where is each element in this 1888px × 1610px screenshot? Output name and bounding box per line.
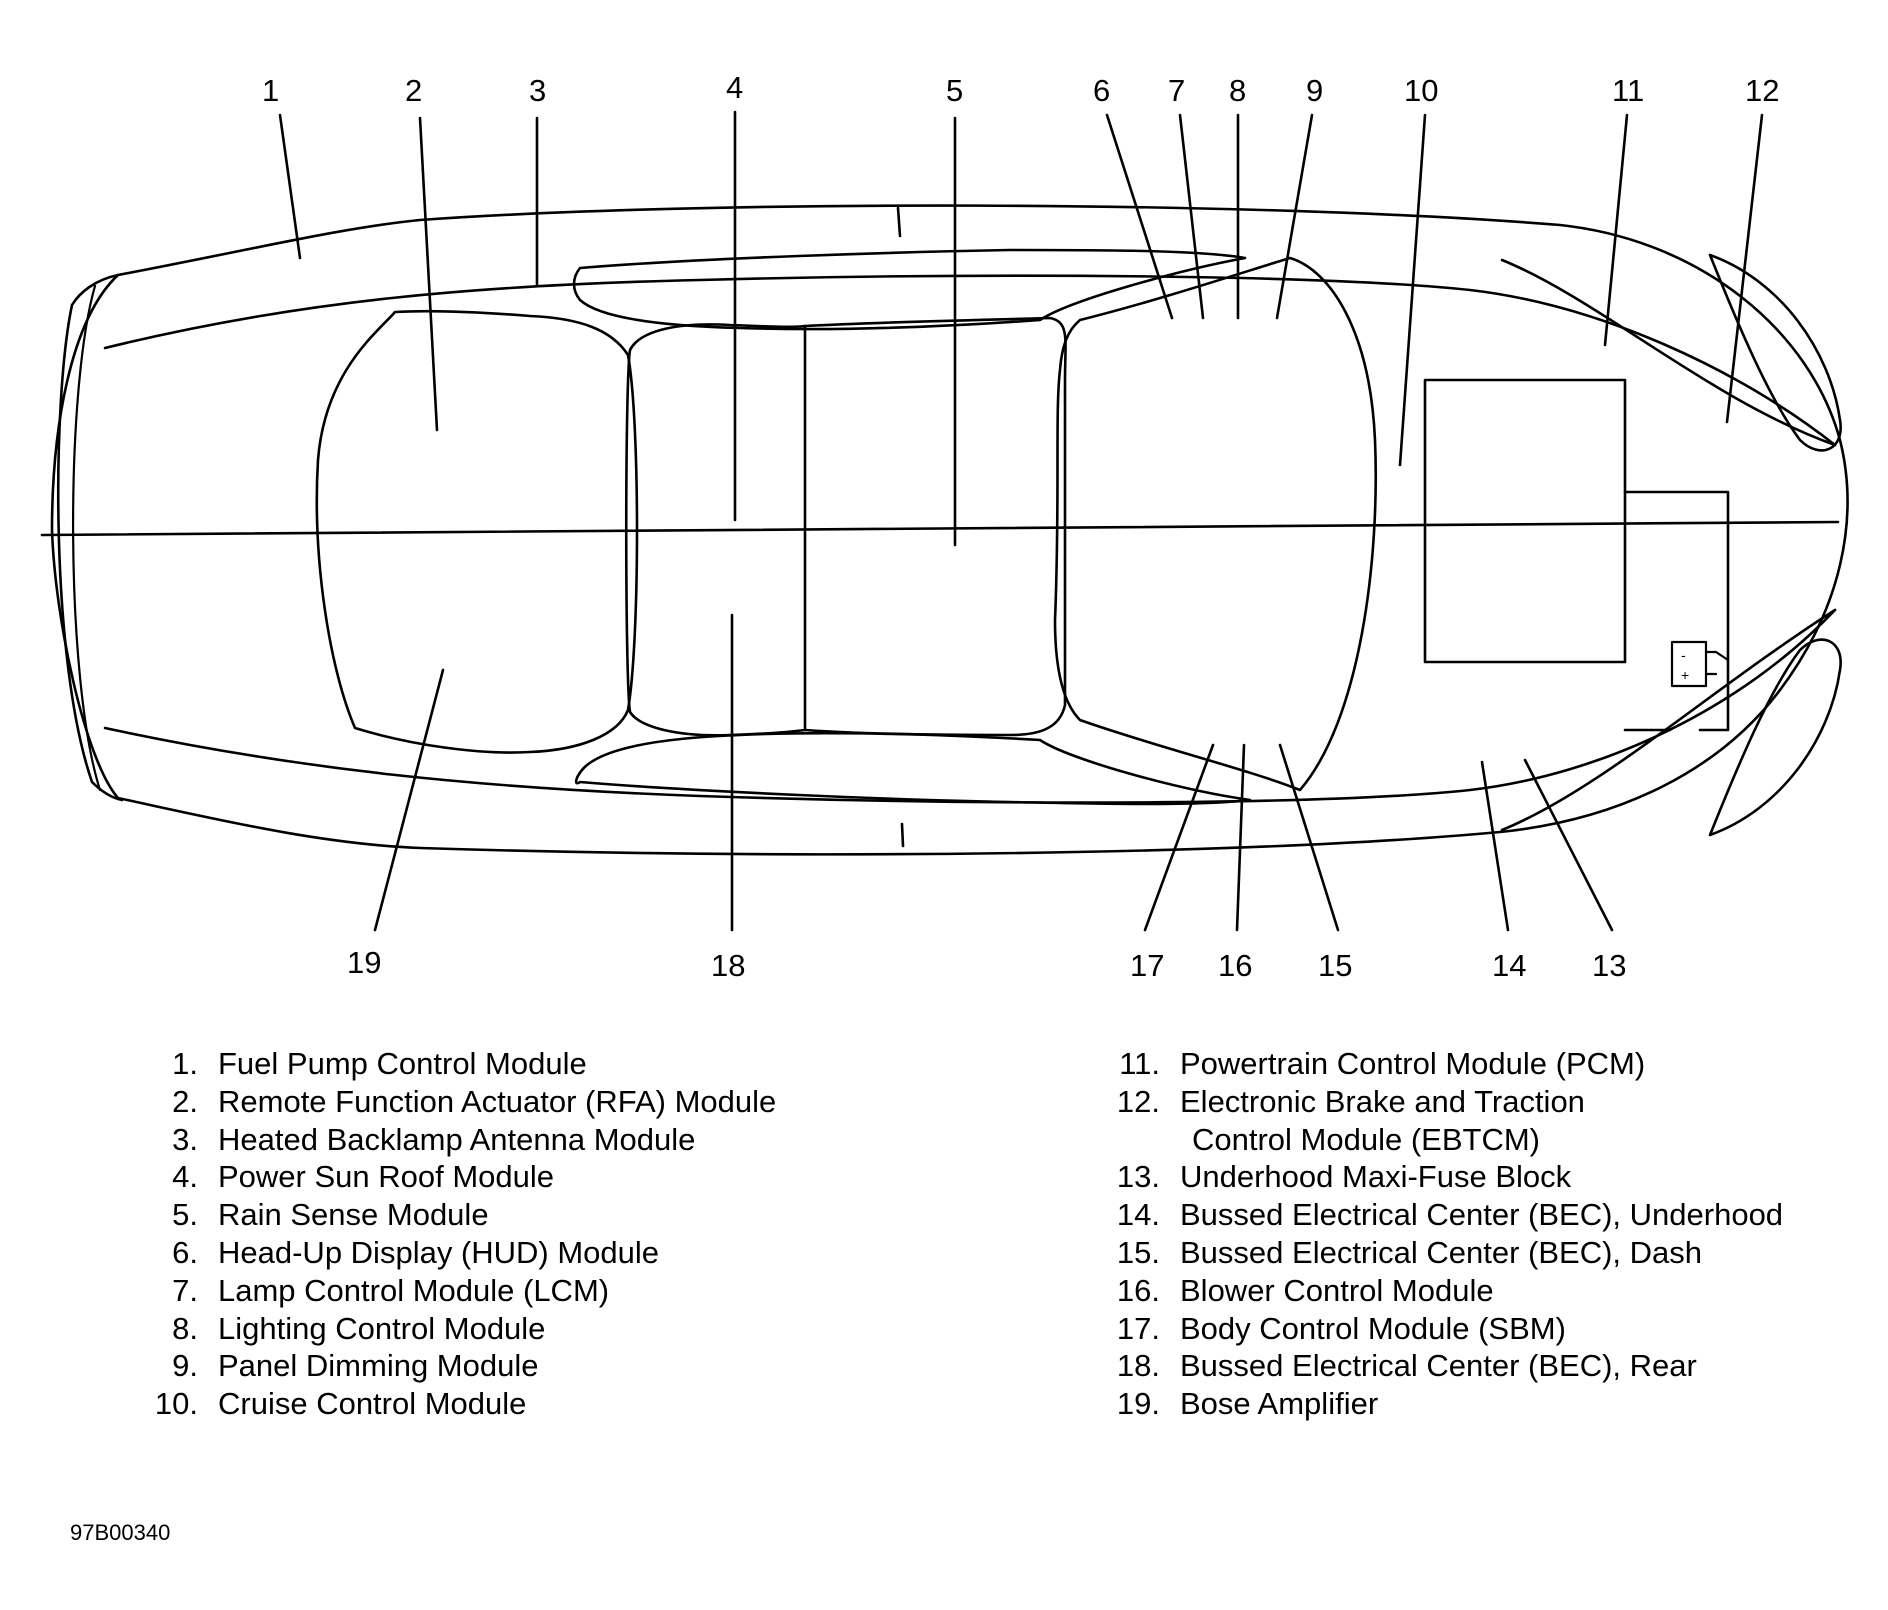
legend-item-number: 7. (172, 1272, 198, 1308)
legend-item-text: Remote Function Actuator (RFA) Module (218, 1083, 777, 1119)
legend-item: 5. Rain Sense Module (120, 1196, 1020, 1234)
legend-item-text: Control Module (EBTCM) (1192, 1121, 1540, 1157)
legend-item: 12. Electronic Brake and Traction (1082, 1083, 1872, 1121)
legend-item-number: 18. (1116, 1348, 1160, 1384)
legend-item: 14. Bussed Electrical Center (BEC), Under… (1082, 1196, 1872, 1234)
callout-9: 9 (1306, 73, 1323, 108)
legend-item-number: 9. (172, 1348, 198, 1384)
legend-item: 9. Panel Dimming Module (120, 1347, 1020, 1385)
legend-item-text: Rain Sense Module (218, 1197, 489, 1233)
callout-11: 11 (1612, 73, 1644, 108)
legend-item-number: 8. (172, 1310, 198, 1346)
legend-item-number: 19. (1116, 1386, 1160, 1422)
callout-5: 5 (946, 73, 963, 108)
legend-item-number: 1. (172, 1046, 198, 1081)
callout-4: 4 (726, 70, 743, 105)
legend-item-text: Bussed Electrical Center (BEC), Dash (1180, 1234, 1703, 1270)
callout-8: 8 (1229, 73, 1246, 108)
legend-item-text: Body Control Module (SBM) (1180, 1310, 1566, 1346)
battery-plus-symbol: + (1681, 667, 1689, 683)
callout-19: 19 (347, 945, 381, 980)
battery-minus-symbol: - (1681, 647, 1686, 663)
legend-item-text: Powertrain Control Module (PCM) (1180, 1046, 1646, 1081)
figure-id: 97B00340 (70, 1520, 171, 1545)
callout-10: 10 (1404, 73, 1438, 108)
legend-item-number: 15. (1116, 1234, 1160, 1270)
legend-item-text: Bussed Electrical Center (BEC), Rear (1180, 1348, 1697, 1384)
legend-right-column: 11. Powertrain Control Module (PCM) 12. El… (1082, 1045, 1872, 1423)
legend-item-text: Lamp Control Module (LCM) (218, 1272, 610, 1308)
legend-item-text: Cruise Control Module (218, 1386, 527, 1422)
callout-13: 13 (1592, 948, 1626, 983)
legend-item-number: 13. (1116, 1159, 1160, 1195)
callout-7: 7 (1168, 73, 1185, 108)
callout-12: 12 (1745, 73, 1779, 108)
legend-item-text: Blower Control Module (1180, 1272, 1494, 1308)
legend-item-text: Heated Backlamp Antenna Module (218, 1121, 696, 1157)
legend-item: 17. Body Control Module (SBM) (1082, 1310, 1872, 1348)
legend-item: 18. Bussed Electrical Center (BEC), Rear (1082, 1347, 1872, 1385)
legend-item: 1. Fuel Pump Control Module (120, 1045, 1020, 1083)
legend-item: 3. Heated Backlamp Antenna Module (120, 1121, 1020, 1159)
legend-item-text: Underhood Maxi-Fuse Block (1180, 1159, 1572, 1195)
callout-16: 16 (1218, 948, 1252, 983)
legend-item: 10. Cruise Control Module (120, 1385, 1020, 1423)
legend-item-number: 5. (172, 1197, 198, 1233)
legend-item: 8. Lighting Control Module (120, 1310, 1020, 1348)
legend-item: 11. Powertrain Control Module (PCM) (1082, 1045, 1872, 1083)
legend-item: 16. Blower Control Module (1082, 1272, 1872, 1310)
legend-item-text: Fuel Pump Control Module (218, 1046, 587, 1081)
legend-item: 19. Bose Amplifier (1082, 1385, 1872, 1423)
callout-numbers: 1 2 3 4 5 6 7 8 9 10 11 12 13 14 15 16 1… (262, 70, 1779, 983)
legend-item-number: 12. (1116, 1083, 1160, 1119)
legend-item-number: 16. (1116, 1272, 1160, 1308)
legend-item-number: 3. (172, 1121, 198, 1157)
legend-item-number: 10. (154, 1386, 198, 1422)
legend-item-number: 6. (172, 1234, 198, 1270)
legend-item-text: Panel Dimming Module (218, 1348, 539, 1384)
legend-item-number: 17. (1116, 1310, 1160, 1346)
legend-item: 7. Lamp Control Module (LCM) (120, 1272, 1020, 1310)
legend-item: 15. Bussed Electrical Center (BEC), Dash (1082, 1234, 1872, 1272)
legend-item-text: Bussed Electrical Center (BEC), Underhoo… (1180, 1197, 1784, 1233)
legend-item-text: Electronic Brake and Traction (1180, 1083, 1585, 1119)
vehicle-module-location-diagram: - + 1 2 3 4 5 6 7 8 9 10 11 12 13 14 (40, 70, 1849, 983)
legend-item-number: 14. (1116, 1197, 1160, 1233)
legend-item-number: 4. (172, 1159, 198, 1195)
legend-item-number: 11. (1119, 1046, 1160, 1081)
legend-item: 6. Head-Up Display (HUD) Module (120, 1234, 1020, 1272)
legend-left-column: 1. Fuel Pump Control Module 2. Remote Func… (120, 1045, 1020, 1423)
callout-2: 2 (405, 73, 422, 108)
legend-item-continuation: Control Module (EBTCM) (1082, 1121, 1872, 1159)
leader-lines (278, 110, 1764, 932)
callout-17: 17 (1130, 948, 1164, 983)
callout-14: 14 (1492, 948, 1526, 983)
callout-1: 1 (262, 73, 279, 108)
legend-item-text: Head-Up Display (HUD) Module (218, 1234, 660, 1270)
callout-6: 6 (1093, 73, 1110, 108)
legend-item-text: Bose Amplifier (1180, 1386, 1379, 1422)
callout-3: 3 (529, 73, 546, 108)
car-outline (40, 204, 1849, 856)
legend-item-text: Power Sun Roof Module (218, 1159, 555, 1195)
legend-item: 13. Underhood Maxi-Fuse Block (1082, 1158, 1872, 1196)
legend-item-number: 2. (172, 1083, 198, 1119)
legend-item: 4. Power Sun Roof Module (120, 1158, 1020, 1196)
callout-18: 18 (711, 948, 745, 983)
legend-item-text: Lighting Control Module (218, 1310, 546, 1346)
callout-15: 15 (1318, 948, 1352, 983)
legend-item: 2. Remote Function Actuator (RFA) Module (120, 1083, 1020, 1121)
